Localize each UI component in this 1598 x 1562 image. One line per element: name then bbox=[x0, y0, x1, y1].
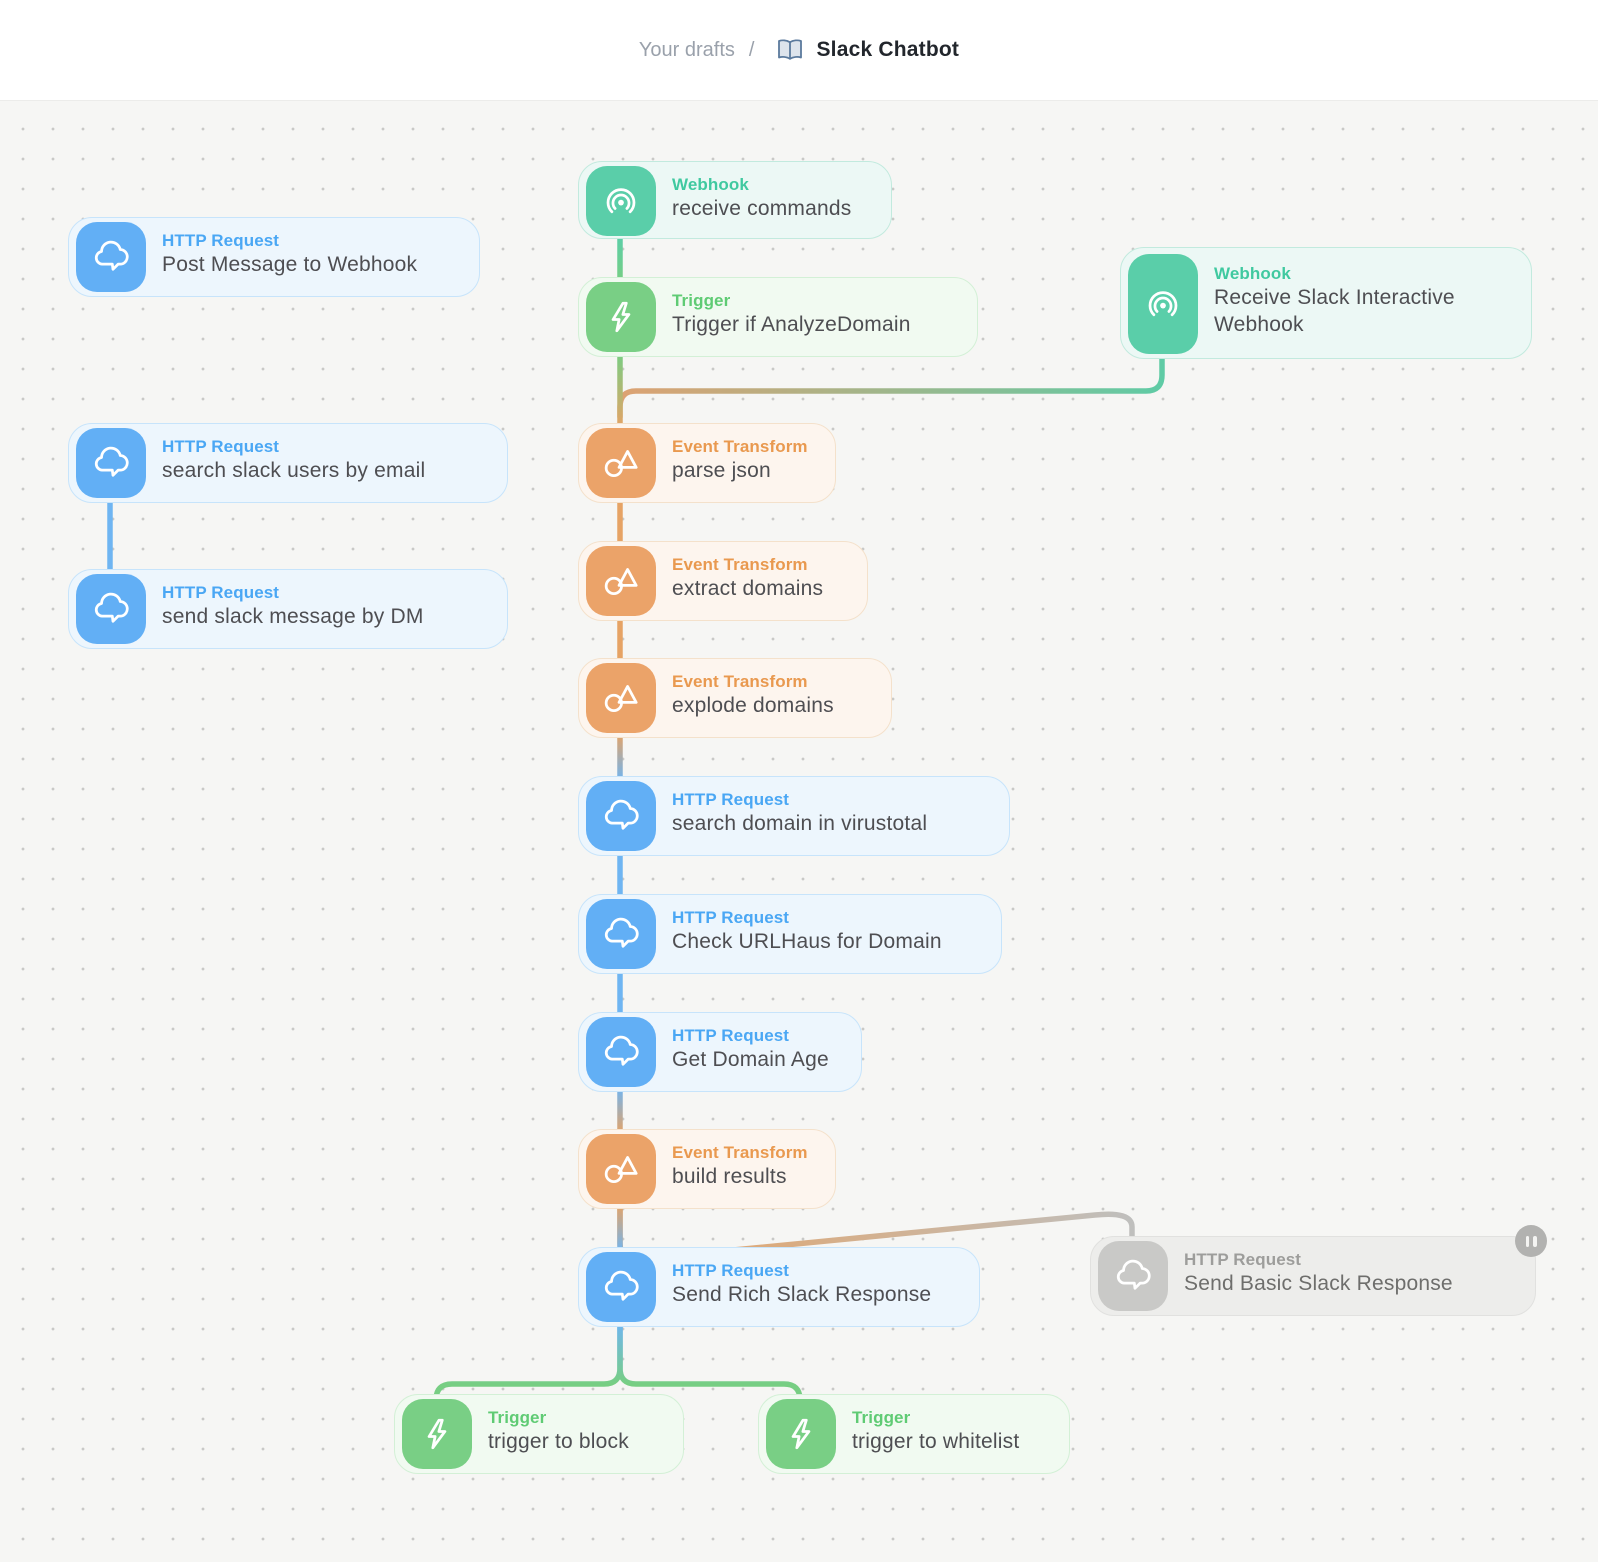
node-title: Trigger if AnalyzeDomain bbox=[672, 313, 911, 336]
lightning-icon bbox=[402, 1399, 472, 1469]
node-title: Send Rich Slack Response bbox=[672, 1283, 932, 1306]
lightning-icon bbox=[586, 282, 656, 352]
cloud-icon bbox=[586, 899, 656, 969]
node-title: Post Message to Webhook bbox=[162, 253, 418, 276]
node-type-label: HTTP Request bbox=[1184, 1250, 1302, 1269]
node-type-label: HTTP Request bbox=[162, 437, 280, 456]
book-icon bbox=[776, 37, 804, 63]
cloud-icon bbox=[586, 1017, 656, 1087]
cloud-icon bbox=[76, 428, 146, 498]
cloud-icon bbox=[586, 1252, 656, 1322]
node-title: parse json bbox=[672, 459, 771, 482]
node-type-label: Webhook bbox=[1214, 264, 1291, 283]
cloud-icon bbox=[76, 222, 146, 292]
top-bar: Your drafts / Slack Chatbot bbox=[0, 0, 1598, 100]
lightning-icon bbox=[766, 1399, 836, 1469]
node-type-label: Event Transform bbox=[672, 1143, 808, 1162]
breadcrumb-parent-link[interactable]: Your drafts bbox=[638, 38, 735, 61]
pause-icon bbox=[1525, 1235, 1529, 1247]
cloud-icon bbox=[1098, 1241, 1168, 1311]
node-title: trigger to whitelist bbox=[852, 1430, 1020, 1453]
node-search-domain-in-virustotal[interactable]: HTTP Request search domain in virustotal bbox=[578, 776, 1010, 856]
node-type-label: Trigger bbox=[488, 1408, 547, 1427]
node-receive-commands[interactable]: Webhook receive commands bbox=[578, 161, 892, 239]
node-title: trigger to block bbox=[488, 1430, 629, 1453]
node-title: search slack users by email bbox=[162, 459, 426, 482]
node-type-label: Trigger bbox=[852, 1408, 911, 1427]
node-explode-domains[interactable]: Event Transform explode domains bbox=[578, 658, 892, 738]
cloud-icon bbox=[76, 574, 146, 644]
node-parse-json[interactable]: Event Transform parse json bbox=[578, 423, 836, 503]
node-title: search domain in virustotal bbox=[672, 812, 928, 835]
page-title[interactable]: Slack Chatbot bbox=[816, 38, 960, 61]
node-title: Receive Slack Interactive Webhook bbox=[1214, 286, 1455, 336]
node-type-label: Event Transform bbox=[672, 437, 808, 456]
node-title: send slack message by DM bbox=[162, 605, 424, 628]
node-title: receive commands bbox=[672, 197, 852, 220]
cloud-icon bbox=[586, 781, 656, 851]
node-extract-domains[interactable]: Event Transform extract domains bbox=[578, 541, 868, 621]
node-title: Send Basic Slack Response bbox=[1184, 1272, 1453, 1295]
node-type-label: HTTP Request bbox=[672, 908, 790, 927]
breadcrumb-separator: / bbox=[748, 38, 755, 61]
node-type-label: HTTP Request bbox=[672, 1026, 790, 1045]
node-title: explode domains bbox=[672, 694, 834, 717]
node-type-label: Event Transform bbox=[672, 555, 808, 574]
transform-icon bbox=[586, 428, 656, 498]
node-type-label: Event Transform bbox=[672, 672, 808, 691]
node-title: Check URLHaus for Domain bbox=[672, 930, 942, 953]
node-search-slack-users-by-email[interactable]: HTTP Request search slack users by email bbox=[68, 423, 508, 503]
node-type-label: Webhook bbox=[672, 175, 749, 194]
node-trigger-to-block[interactable]: Trigger trigger to block bbox=[394, 1394, 684, 1474]
node-type-label: HTTP Request bbox=[672, 790, 790, 809]
node-title: build results bbox=[672, 1165, 787, 1188]
node-type-label: HTTP Request bbox=[162, 583, 280, 602]
webhook-icon bbox=[1128, 254, 1198, 354]
node-type-label: HTTP Request bbox=[672, 1261, 790, 1280]
node-type-label: HTTP Request bbox=[162, 231, 280, 250]
transform-icon bbox=[586, 546, 656, 616]
node-build-results[interactable]: Event Transform build results bbox=[578, 1129, 836, 1209]
node-title: Get Domain Age bbox=[672, 1048, 829, 1071]
node-title: extract domains bbox=[672, 577, 824, 600]
transform-icon bbox=[586, 1134, 656, 1204]
node-send-slack-message-by-dm[interactable]: HTTP Request send slack message by DM bbox=[68, 569, 508, 649]
transform-icon bbox=[586, 663, 656, 733]
webhook-icon bbox=[586, 166, 656, 236]
node-type-label: Trigger bbox=[672, 291, 731, 310]
node-trigger-to-whitelist[interactable]: Trigger trigger to whitelist bbox=[758, 1394, 1070, 1474]
pause-badge[interactable] bbox=[1515, 1225, 1547, 1257]
